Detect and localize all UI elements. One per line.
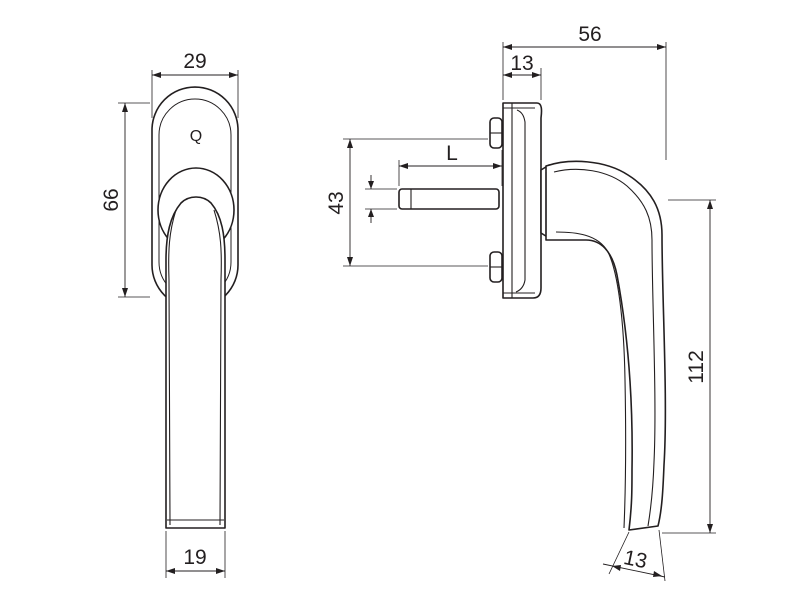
dimension-label-13-bottom: 13 [622,546,650,573]
dimension-spindle-square [365,175,397,223]
dimension-label-43: 43 [325,191,348,214]
spindle [398,188,500,210]
front-lever [165,196,226,529]
dimension-front-width-top: 29 [151,50,239,118]
dimension-front-rose-height: 66 [100,102,150,298]
dimension-label-13-top: 13 [510,52,533,75]
front-view: Q [151,86,239,529]
side-lever [545,160,667,531]
dimension-label-L: L [446,142,458,165]
dimension-label-19: 19 [183,546,206,569]
front-lever-shade-right [213,209,222,526]
dimension-handle-length: 112 [662,199,716,534]
dimension-side-projection: 56 [503,23,667,160]
dimension-label-29: 29 [183,50,206,73]
side-view [398,102,667,531]
lock-symbol: Q [190,128,202,145]
side-lever-highlight [553,168,656,527]
dimension-label-112: 112 [685,350,708,383]
side-rose-plate [502,102,543,299]
dimension-spindle-offset: 43 [325,138,488,267]
dimension-grip-width: 13 [602,529,666,582]
dimension-spindle-length: L [398,142,503,186]
dimension-front-width-bottom: 19 [165,531,226,578]
front-lever-shade-left [168,209,177,526]
dimension-label-56: 56 [578,23,601,46]
dimension-side-rose-depth: 13 [502,42,542,100]
dimension-label-66: 66 [100,188,123,211]
